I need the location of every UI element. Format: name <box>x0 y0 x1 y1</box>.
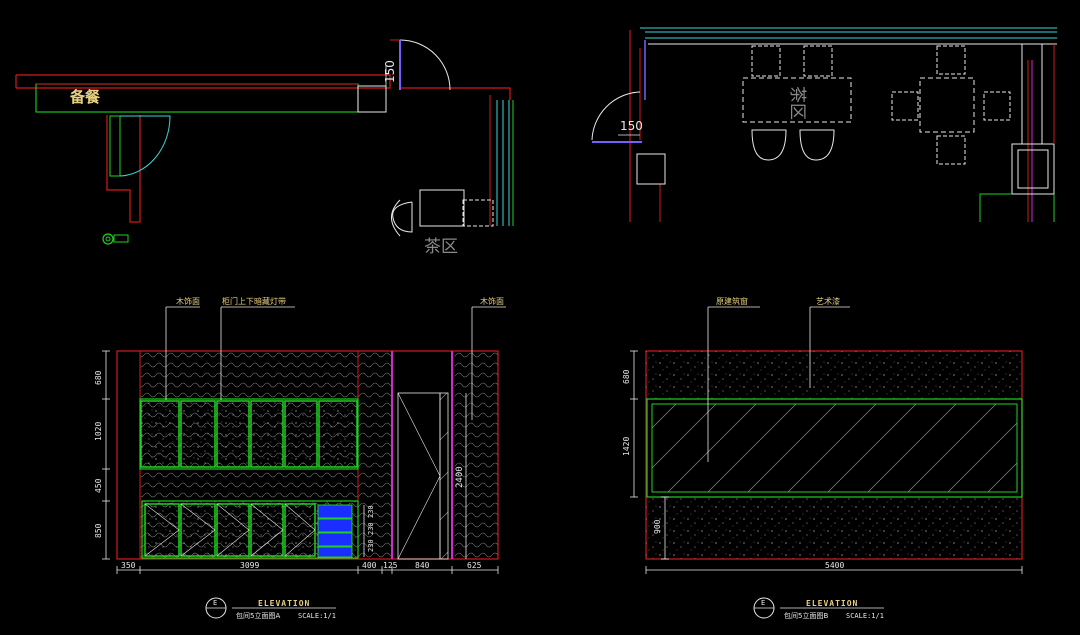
tea-stool <box>462 199 494 227</box>
upper-cabinet-doors <box>140 400 358 468</box>
wood-panel-mid <box>358 351 392 559</box>
elevation-subtitle: 包间5立面图A <box>236 611 280 620</box>
left-dim-450: 450 <box>94 478 103 493</box>
bottom-dim: 125 <box>383 561 398 570</box>
door-edge-hatch <box>439 392 449 560</box>
plan-left-wall-lower <box>106 115 141 223</box>
door-swing-lines <box>397 392 441 560</box>
drawer <box>317 518 353 533</box>
callout-art-paint: 艺术漆 <box>816 296 840 306</box>
dining-table <box>742 77 852 123</box>
column-box <box>636 153 666 185</box>
pillar-box <box>1011 143 1055 195</box>
elevation-b: 原建筑窗 艺术漆 680 1420 900 5400 E ELEVATION 包… <box>622 296 1023 620</box>
elevation-subtitle-b: 包间5立面图B <box>784 611 828 620</box>
upper-cabinet-door <box>180 400 216 468</box>
door-swing-left <box>119 115 171 177</box>
door-swing-indicator <box>180 503 216 557</box>
sensor-icon <box>102 233 114 245</box>
window-frame-inner <box>651 403 1018 493</box>
left-dim-b: 900 <box>653 519 662 534</box>
callout-original-window: 原建筑窗 <box>716 296 748 306</box>
zone-label-chaqu: 茶区 <box>424 237 458 257</box>
art-paint-top <box>646 351 1022 399</box>
upper-cabinet-door <box>284 400 318 468</box>
elevation-title: ELEVATION <box>258 599 310 608</box>
elevation-a: 2400 木饰面 柜门上下暗藏灯带 木饰面 680 1020 450 850 2… <box>94 296 506 620</box>
chair <box>936 135 966 165</box>
drawer-dim: 230 <box>367 539 375 552</box>
art-paint-bottom <box>646 497 1022 559</box>
sensor-body <box>113 234 129 243</box>
upper-cabinet-door <box>318 400 358 468</box>
plan-left: 备餐 150 茶区 <box>15 39 514 257</box>
door-swing-indicator <box>216 503 250 557</box>
door-swing-indicator <box>250 503 284 557</box>
left-dim-850: 850 <box>94 523 103 538</box>
callout-hidden-lighting: 柜门上下暗藏灯带 <box>222 296 286 306</box>
left-dim-1020: 1020 <box>94 422 103 441</box>
elevation-title-b: ELEVATION <box>806 599 858 608</box>
counter-end-box <box>357 85 387 113</box>
bottom-dim: 840 <box>415 561 430 570</box>
door-height-dim: 2400 <box>455 466 465 488</box>
elevation-symbol-letter: E <box>213 599 217 607</box>
tea-chair-back <box>391 199 401 237</box>
chair <box>983 91 1011 121</box>
drawer-dim: 230 <box>367 522 375 535</box>
door-swing-top <box>399 39 451 91</box>
plan-right: 150 茶区 <box>591 27 1057 222</box>
dim-ticks <box>102 350 110 560</box>
bottom-dim: 400 <box>362 561 377 570</box>
drawer-dim: 230 <box>367 505 375 518</box>
window-frame-outer <box>646 398 1023 498</box>
lower-cabinet-doors <box>144 503 316 557</box>
elevation-scale-b: SCALE:1/1 <box>846 612 884 620</box>
bottom-dim: 350 <box>121 561 136 570</box>
upper-cabinet-door <box>216 400 250 468</box>
plan-left-wall-top <box>16 74 391 89</box>
left-dim-b: 1420 <box>622 437 631 456</box>
door-swing-indicator <box>144 503 180 557</box>
dim-ticks-bottom <box>116 566 499 574</box>
drawer <box>317 504 353 519</box>
door-swing-right <box>591 91 641 141</box>
dim-ticks-b <box>630 350 669 560</box>
tea-table <box>419 189 465 227</box>
pillar-box-inner <box>1017 149 1049 189</box>
bottom-dim: 625 <box>467 561 482 570</box>
left-dim-b: 680 <box>622 369 631 384</box>
door-dim-right: 150 <box>620 119 643 133</box>
bottom-dim-b: 5400 <box>825 561 844 570</box>
callout-wood-veneer-right: 木饰面 <box>480 296 504 306</box>
tea-chair <box>392 201 413 233</box>
sensor-icon-inner <box>105 236 111 242</box>
armchair <box>799 129 835 161</box>
elevation-symbol-letter-b: E <box>761 599 765 607</box>
door-dim-left: 150 <box>383 60 397 83</box>
wood-panel-right <box>455 351 498 559</box>
chair <box>751 45 781 77</box>
left-dim-680: 680 <box>94 370 103 385</box>
armchair <box>751 129 787 161</box>
elevation-scale: SCALE:1/1 <box>298 612 336 620</box>
chair <box>891 91 919 121</box>
chair <box>936 45 966 75</box>
dining-table-2 <box>919 77 975 133</box>
upper-cabinet-door <box>250 400 284 468</box>
door-swing-indicator <box>284 503 316 557</box>
door-frame <box>109 115 121 177</box>
drawer <box>317 546 353 558</box>
drawer <box>317 532 353 547</box>
door-leaf <box>397 392 441 560</box>
zone-label-right: 茶区 <box>787 86 807 120</box>
bottom-dim: 3099 <box>240 561 259 570</box>
chair <box>803 45 833 77</box>
plan-right-wall-bottom <box>979 193 1012 222</box>
room-label-beican: 备餐 <box>69 88 101 106</box>
upper-cabinet-door <box>140 400 180 468</box>
plan-left-wall-right <box>400 87 511 100</box>
callout-wood-veneer: 木饰面 <box>176 296 200 306</box>
